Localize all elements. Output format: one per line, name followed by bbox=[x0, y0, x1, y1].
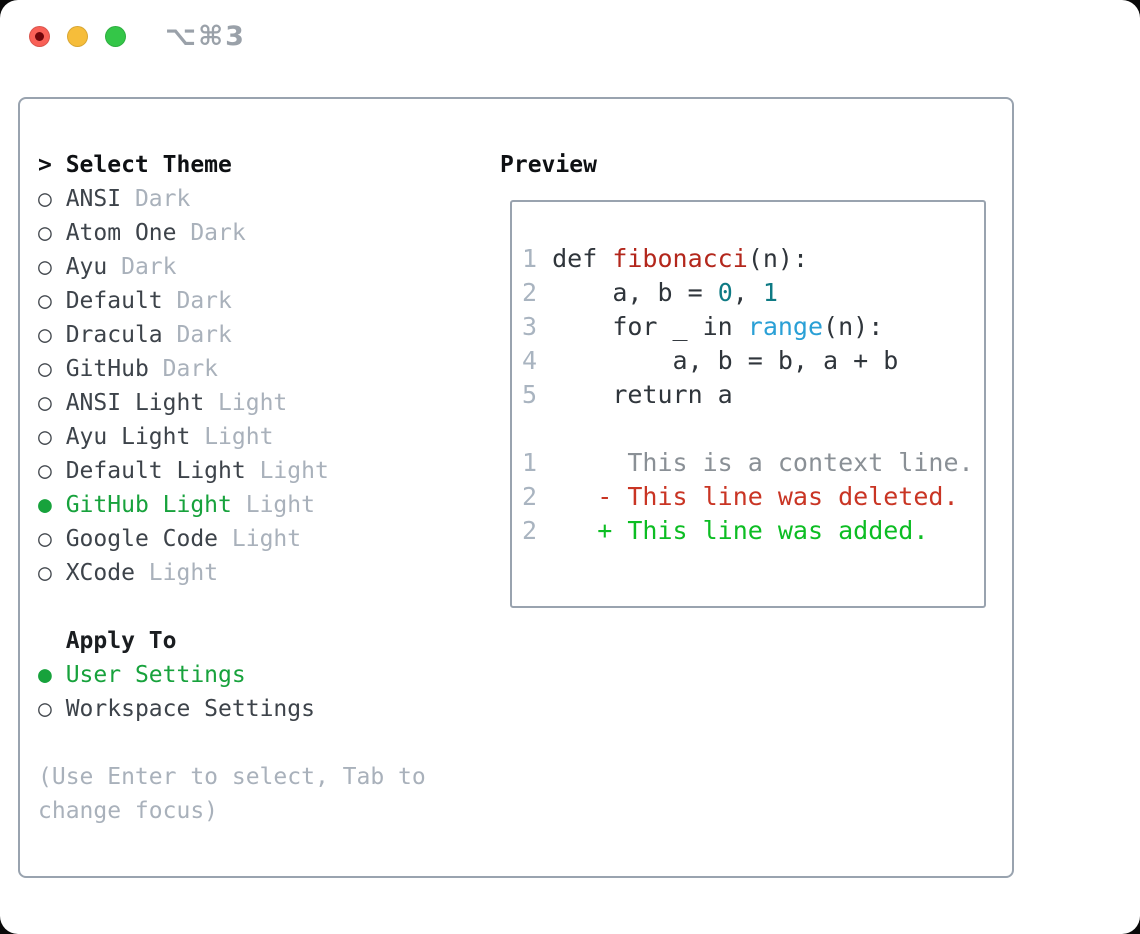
radio-unselected-icon: ○ bbox=[38, 288, 52, 314]
radio-unselected-icon: ○ bbox=[38, 560, 52, 586]
theme-option-ayu[interactable]: ○ Ayu Dark bbox=[38, 254, 177, 280]
theme-option-google-code[interactable]: ○ Google Code Light bbox=[38, 526, 302, 552]
radio-unselected-icon: ○ bbox=[38, 220, 52, 246]
radio-unselected-icon: ○ bbox=[38, 356, 52, 382]
apply-option-workspace-settings[interactable]: ○ Workspace Settings bbox=[38, 696, 315, 722]
radio-unselected-icon: ○ bbox=[38, 390, 52, 416]
radio-unselected-icon: ○ bbox=[38, 322, 52, 348]
window-title: ⌥⌘3 bbox=[165, 21, 246, 52]
theme-option-ansi-light[interactable]: ○ ANSI Light Light bbox=[38, 390, 288, 416]
code-line: 4 a, b = b, a + b bbox=[522, 346, 899, 375]
radio-unselected-icon: ○ bbox=[38, 424, 52, 450]
close-button[interactable] bbox=[29, 26, 50, 47]
diff-line-added: 2 + This line was added. bbox=[522, 516, 929, 545]
radio-selected-icon: ● bbox=[38, 662, 52, 688]
radio-unselected-icon: ○ bbox=[38, 458, 52, 484]
apply-option-user-settings[interactable]: ● User Settings bbox=[38, 662, 246, 688]
radio-unselected-icon: ○ bbox=[38, 526, 52, 552]
radio-unselected-icon: ○ bbox=[38, 696, 52, 722]
preview-code: 1 def fibonacci(n): 2 a, b = 0, 1 3 for _ … bbox=[522, 242, 974, 548]
radio-unselected-icon: ○ bbox=[38, 254, 52, 280]
theme-option-ayu-light[interactable]: ○ Ayu Light Light bbox=[38, 424, 274, 450]
spacer bbox=[38, 590, 458, 624]
theme-option-github-light[interactable]: ● GitHub Light Light bbox=[38, 492, 315, 518]
theme-dialog: > Select Theme ○ ANSI Dark ○ Atom One Dark… bbox=[18, 97, 1014, 878]
close-dot-icon bbox=[35, 32, 44, 41]
preview-title: Preview bbox=[500, 152, 597, 178]
minimize-button[interactable] bbox=[67, 26, 88, 47]
code-line: 1 def fibonacci(n): bbox=[522, 244, 809, 273]
radio-selected-icon: ● bbox=[38, 492, 52, 518]
apply-to-header: Apply To bbox=[38, 628, 177, 654]
theme-option-atom-one[interactable]: ○ Atom One Dark bbox=[38, 220, 246, 246]
spacer bbox=[522, 412, 974, 446]
diff-line-context: 1 This is a context line. bbox=[522, 448, 974, 477]
title-bar: ⌥⌘3 bbox=[0, 0, 1140, 72]
keyboard-hint: (Use Enter to select, Tab to change focu… bbox=[38, 764, 440, 824]
theme-option-xcode[interactable]: ○ XCode Light bbox=[38, 560, 219, 586]
theme-option-ansi[interactable]: ○ ANSI Dark bbox=[38, 186, 191, 212]
code-line: 5 return a bbox=[522, 380, 733, 409]
theme-list-header: > Select Theme bbox=[38, 152, 232, 178]
theme-option-github[interactable]: ○ GitHub Dark bbox=[38, 356, 219, 382]
theme-option-default-light[interactable]: ○ Default Light Light bbox=[38, 458, 329, 484]
diff-line-deleted: 2 - This line was deleted. bbox=[522, 482, 959, 511]
preview-pane: 1 def fibonacci(n): 2 a, b = 0, 1 3 for _ … bbox=[510, 200, 986, 608]
theme-option-default[interactable]: ○ Default Dark bbox=[38, 288, 232, 314]
theme-option-dracula[interactable]: ○ Dracula Dark bbox=[38, 322, 232, 348]
radio-unselected-icon: ○ bbox=[38, 186, 52, 212]
zoom-button[interactable] bbox=[105, 26, 126, 47]
code-line: 3 for _ in range(n): bbox=[522, 312, 884, 341]
code-line: 2 a, b = 0, 1 bbox=[522, 278, 778, 307]
theme-list: > Select Theme ○ ANSI Dark ○ Atom One Dark… bbox=[38, 148, 458, 828]
